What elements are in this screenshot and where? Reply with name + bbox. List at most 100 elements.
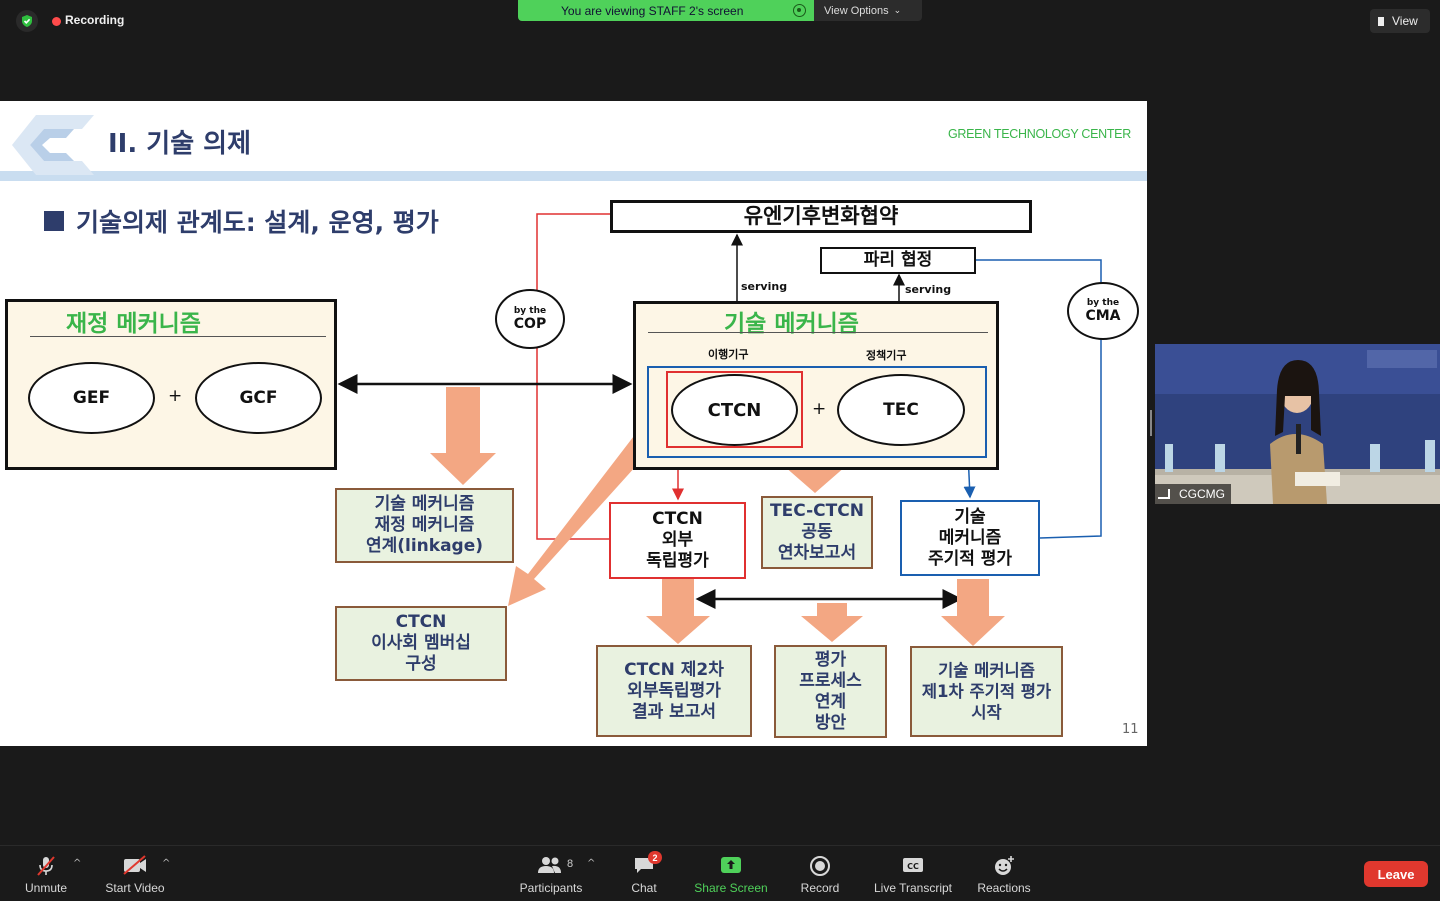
- unmute-label: Unmute: [24, 881, 68, 895]
- unmute-button[interactable]: Unmute: [16, 846, 76, 901]
- bullet-square-icon: [44, 211, 64, 231]
- chat-bubble-icon: [635, 858, 653, 873]
- participant-name: CGCMG: [1179, 487, 1225, 501]
- share-screen-icon: [721, 857, 741, 873]
- ctcn-external-eval-box: CTCN 외부 독립평가: [609, 502, 746, 579]
- linkage-line-3: 연계(linkage): [365, 536, 484, 556]
- participants-icon: [538, 857, 561, 873]
- paris-agreement-box: 파리 협정: [820, 247, 976, 274]
- linkage-line-1: 기술 메커니즘: [374, 494, 475, 514]
- view-options-label: View Options: [824, 4, 889, 17]
- slide-subtitle: 기술의제 관계도: 설계, 운영, 평가: [44, 203, 439, 239]
- share-screen-button[interactable]: Share Screen: [690, 846, 772, 901]
- plus-sign-finance: +: [168, 386, 183, 406]
- video-options-chevron-icon[interactable]: ^: [162, 858, 171, 869]
- relationship-diagram-lines: [337, 213, 1102, 646]
- view-layout-icon: [1378, 16, 1387, 26]
- reactions-smiley-icon: [995, 856, 1014, 875]
- svg-text:CC: CC: [907, 862, 919, 871]
- participants-options-chevron-icon[interactable]: ^: [587, 858, 596, 869]
- ctcn-red-frame: [666, 371, 803, 448]
- second-eval-report-box: CTCN 제2차 외부독립평가 결과 보고서: [596, 645, 752, 737]
- by-the-cma-top: by the: [1086, 298, 1120, 308]
- meeting-controls-toolbar: Unmute ^ Start Video ^ 8 Participants ^ …: [0, 845, 1440, 900]
- first-periodic-line-2: 제1차 주기적 평가: [921, 682, 1052, 701]
- leave-meeting-button[interactable]: Leave: [1364, 861, 1428, 887]
- by-the-cma-main: CMA: [1085, 308, 1121, 324]
- first-periodic-line-3: 시작: [971, 703, 1002, 722]
- linkage-box: 기술 메커니즘 재정 메커니즘 연계(linkage): [335, 488, 514, 563]
- viewing-screen-banner: You are viewing STAFF 2's screen: [518, 0, 814, 21]
- ctcn-board-line-1: CTCN: [395, 612, 447, 632]
- chat-unread-badge: 2: [648, 851, 662, 864]
- start-video-label: Start Video: [105, 881, 165, 895]
- view-options-button[interactable]: View Options ⌄: [814, 0, 922, 21]
- by-the-cma-ellipse: by the CMA: [1067, 282, 1139, 340]
- chat-button[interactable]: 2 Chat: [624, 846, 664, 901]
- chevron-down-icon: ⌄: [893, 5, 902, 15]
- eval-process-line-1: 평가: [814, 649, 847, 670]
- eval-process-line-2: 프로세스: [799, 670, 862, 691]
- technology-mechanism-panel: 기술 메커니즘 이행기구 정책기구 CTCN + TEC: [633, 301, 999, 470]
- live-transcript-button[interactable]: CC Live Transcript: [868, 846, 958, 901]
- camera-off-icon: [123, 855, 146, 875]
- slide-header-band: [0, 171, 1147, 181]
- ctcn-board-line-2: 이사회 멤버십: [371, 633, 471, 653]
- periodic-line-3: 주기적 평가: [927, 548, 1013, 569]
- eval-process-line-4: 방안: [814, 712, 847, 733]
- share-screen-label: Share Screen: [694, 881, 768, 895]
- first-periodic-review-box: 기술 메커니즘 제1차 주기적 평가 시작: [910, 646, 1063, 737]
- participants-button[interactable]: 8 Participants: [510, 846, 592, 901]
- by-the-cop-top: by the: [513, 306, 547, 316]
- periodic-line-1: 기술: [954, 506, 986, 527]
- video-panel-resize-handle[interactable]: [1150, 410, 1152, 436]
- slide-subtitle-text: 기술의제 관계도: 설계, 운영, 평가: [76, 208, 439, 237]
- slide-page-number: 11: [1122, 722, 1139, 737]
- serving-label-paris: serving: [905, 283, 952, 296]
- audio-options-chevron-icon[interactable]: ^: [73, 858, 82, 869]
- ctcn-eval-line-2: 외부: [661, 530, 694, 550]
- security-shield-icon[interactable]: [16, 10, 38, 32]
- participants-count: 8: [567, 858, 574, 870]
- record-button[interactable]: Record: [796, 846, 844, 901]
- second-eval-line-1: CTCN 제2차: [624, 659, 724, 680]
- meeting-top-bar: Recording You are viewing STAFF 2's scre…: [0, 0, 1440, 44]
- view-button[interactable]: View: [1370, 9, 1430, 33]
- record-icon: [810, 856, 830, 876]
- linkage-line-2: 재정 메커니즘: [374, 515, 475, 535]
- slide-logo-mark-icon: [12, 115, 94, 175]
- eval-process-line-3: 연계: [814, 691, 847, 712]
- joint-report-line-3: 연차보고서: [777, 543, 857, 563]
- recording-label: Recording: [65, 13, 125, 27]
- policy-body-label: 정책기구: [866, 349, 907, 362]
- chat-label: Chat: [631, 881, 657, 895]
- participant-name-tag: CGCMG: [1155, 484, 1231, 504]
- joint-report-line-2: 공동: [801, 522, 833, 542]
- microphone-muted-icon: [37, 856, 55, 876]
- gef-ellipse: GEF: [28, 362, 155, 434]
- view-label: View: [1392, 14, 1418, 28]
- record-label: Record: [800, 881, 840, 895]
- green-technology-center-logo: GREEN TECHNOLOGY CENTER: [948, 127, 1131, 141]
- tech-inner-blue-frame: [647, 366, 987, 458]
- tech-title-underline: [648, 332, 988, 333]
- tec-ellipse: TEC: [837, 374, 965, 446]
- eval-process-link-box: 평가 프로세스 연계 방안: [774, 645, 887, 738]
- finance-mechanism-panel: 재정 메커니즘 GEF + GCF: [5, 299, 337, 470]
- second-eval-line-2: 외부독립평가: [627, 680, 721, 701]
- serving-label-unfccc: serving: [741, 280, 788, 293]
- plus-sign-tech: +: [812, 399, 827, 419]
- finance-title-underline: [30, 336, 326, 337]
- reactions-button[interactable]: Reactions: [972, 846, 1036, 901]
- ctcn-eval-line-3: 독립평가: [646, 551, 709, 571]
- implementing-body-label: 이행기구: [708, 348, 749, 361]
- finance-mechanism-title: 재정 메커니즘: [66, 311, 201, 337]
- ctcn-ellipse: CTCN: [671, 374, 798, 446]
- participant-video[interactable]: [1155, 344, 1440, 504]
- recording-dot-icon: [52, 17, 61, 26]
- participants-label: Participants: [519, 881, 583, 895]
- start-video-button[interactable]: Start Video: [98, 846, 172, 901]
- shared-slide: II. 기술 의제 GREEN TECHNOLOGY CENTER 기술의제 관…: [0, 101, 1147, 746]
- by-the-cop-ellipse: by the COP: [495, 289, 565, 349]
- joint-annual-report-box: TEC-CTCN 공동 연차보고서: [761, 496, 873, 569]
